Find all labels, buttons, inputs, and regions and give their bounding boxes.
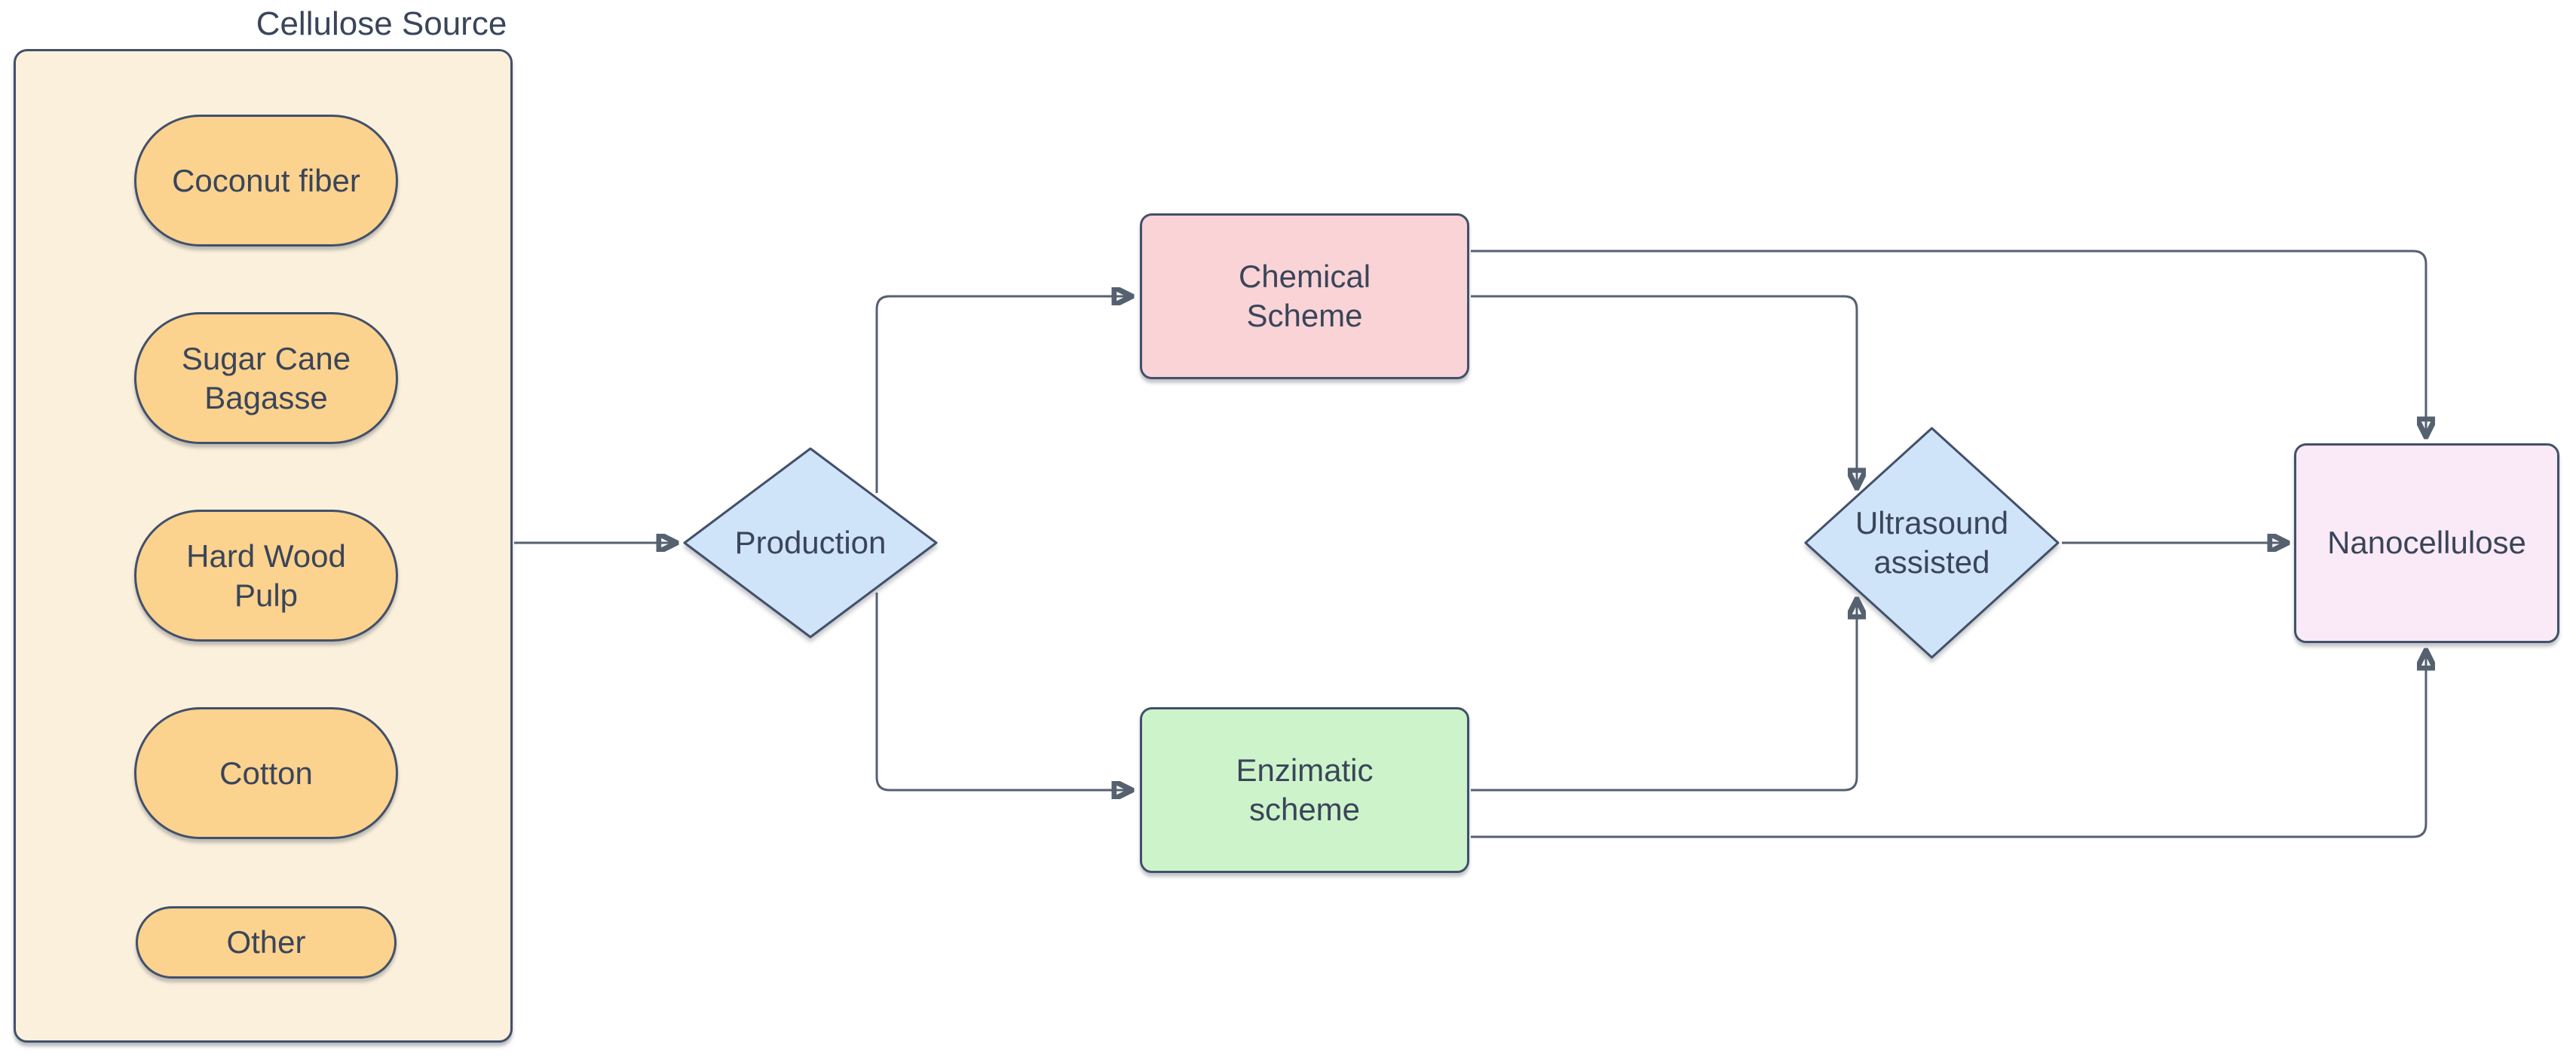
production-node[interactable]: Production (682, 446, 939, 639)
enzimatic-scheme-node[interactable]: Enzimatic scheme (1140, 707, 1469, 873)
ultrasound-assisted-node[interactable]: Ultrasound assisted (1803, 426, 2060, 660)
nanocellulose-node[interactable]: Nanocellulose (2294, 443, 2559, 643)
diamond-shape (683, 447, 938, 639)
chemical-scheme-label: Chemical Scheme (1238, 258, 1371, 334)
connector-chemical-to-nanocellulose-top[interactable] (1471, 250, 2426, 434)
production-label: Production (734, 524, 887, 560)
chemical-scheme-node[interactable]: Chemical Scheme (1140, 213, 1469, 379)
connector-production-to-chemical[interactable] (875, 296, 1129, 493)
source-pill-label: Coconut fiber (172, 162, 360, 198)
source-pill-label: Sugar Cane Bagasse (181, 341, 351, 415)
cellulose-source-title[interactable]: Cellulose Source (256, 5, 507, 42)
connector-production-to-enzimatic[interactable] (875, 593, 1129, 790)
connector-enzimatic-to-nanocellulose-bottom[interactable] (1471, 653, 2426, 838)
connector-chemical-to-ultrasound[interactable] (1471, 295, 1857, 486)
source-pill-label: Other (226, 924, 306, 960)
diamond-shape (1804, 427, 2060, 659)
enzimatic-scheme-label: Enzimatic scheme (1236, 752, 1374, 828)
ultrasound-assisted-label: Ultrasound assisted (1855, 504, 2009, 581)
source-pill-hard-wood-pulp[interactable]: Hard Wood Pulp (134, 510, 398, 642)
source-pill-label: Cotton (219, 755, 313, 791)
connector-enzimatic-to-ultrasound[interactable] (1471, 602, 1857, 792)
source-pill-sugar-cane-bagasse[interactable]: Sugar Cane Bagasse (134, 312, 398, 444)
source-pill-cotton[interactable]: Cotton (134, 707, 398, 839)
source-pill-other[interactable]: Other (136, 906, 397, 979)
nanocellulose-label: Nanocellulose (2327, 525, 2526, 561)
source-pill-label: Hard Wood Pulp (186, 538, 346, 613)
source-pill-coconut-fiber[interactable]: Coconut fiber (134, 115, 398, 247)
